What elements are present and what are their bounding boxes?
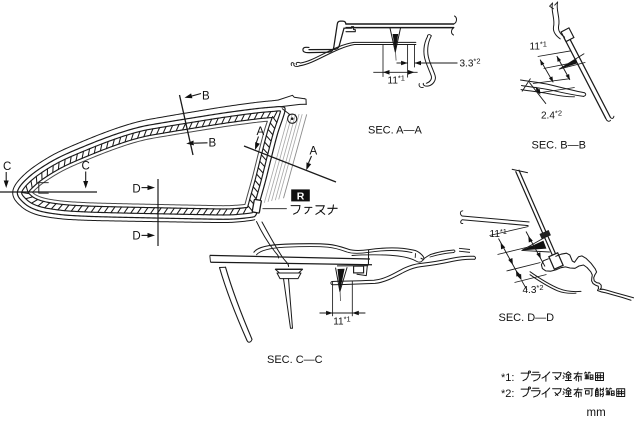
svg-text:SEC. B—B: SEC. B—B bbox=[532, 140, 586, 152]
svg-text:2.4*2: 2.4*2 bbox=[541, 109, 562, 122]
svg-text:11*1: 11*1 bbox=[530, 40, 547, 53]
svg-text:B: B bbox=[209, 138, 217, 150]
svg-text:11*1: 11*1 bbox=[490, 227, 507, 240]
svg-text:C: C bbox=[82, 161, 90, 173]
svg-text:*1:: *1: bbox=[501, 372, 514, 384]
svg-text:*2:: *2: bbox=[501, 388, 514, 400]
svg-text:B: B bbox=[202, 91, 210, 103]
svg-text:mm: mm bbox=[587, 407, 606, 419]
svg-text:D: D bbox=[132, 183, 140, 195]
svg-text:SEC. D—D: SEC. D—D bbox=[499, 312, 555, 324]
svg-text:SEC. C—C: SEC. C—C bbox=[267, 354, 323, 366]
svg-text:SEC. A—A: SEC. A—A bbox=[368, 125, 422, 137]
svg-text:A: A bbox=[310, 146, 318, 158]
svg-text:11*1: 11*1 bbox=[333, 315, 350, 328]
svg-text:3.3*2: 3.3*2 bbox=[460, 57, 481, 70]
svg-text:C: C bbox=[3, 161, 11, 173]
svg-text:R: R bbox=[297, 190, 305, 202]
svg-text:D: D bbox=[132, 231, 140, 243]
svg-text:11*1: 11*1 bbox=[388, 74, 405, 87]
svg-text:A: A bbox=[257, 126, 265, 138]
svg-text:4.3*2: 4.3*2 bbox=[523, 283, 544, 296]
